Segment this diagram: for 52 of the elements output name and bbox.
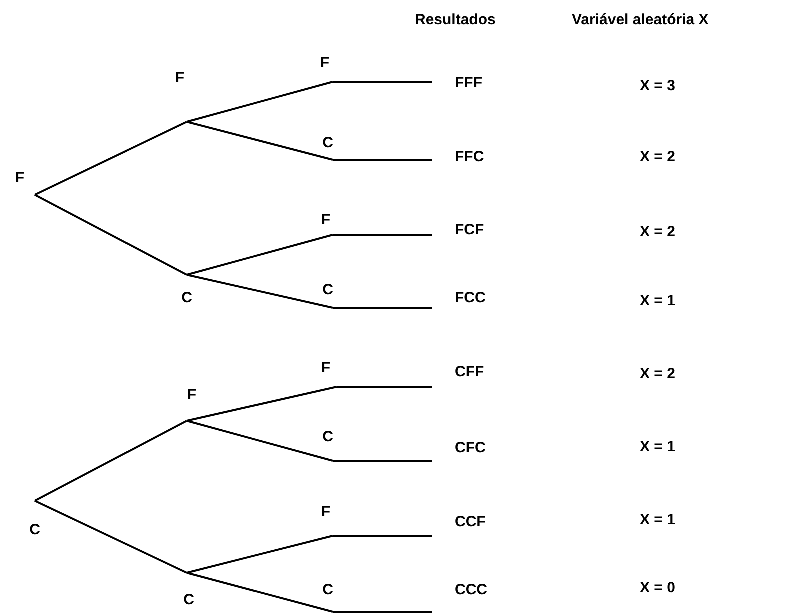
column-heading: Resultados	[415, 12, 496, 28]
branch-line	[186, 81, 334, 123]
branch-line	[186, 535, 334, 574]
branch-line	[186, 572, 334, 613]
outcome-line	[333, 611, 432, 613]
variable-value: X = 2	[640, 224, 676, 240]
branch-label: F	[320, 56, 330, 70]
outcome-label: CCC	[455, 582, 488, 598]
variable-value: X = 3	[640, 78, 676, 94]
variable-value: X = 2	[640, 366, 676, 382]
outcome-line	[333, 81, 432, 83]
branch-line	[34, 500, 188, 574]
branch-label: C	[322, 282, 334, 298]
outcome-line	[333, 307, 432, 309]
outcome-label: FFF	[455, 76, 482, 90]
branch-line	[186, 420, 334, 462]
branch-label: F	[321, 212, 331, 228]
branch-label: C	[322, 430, 334, 444]
outcome-label: FCF	[455, 222, 484, 238]
variable-value: X = 2	[640, 150, 676, 164]
outcome-line	[333, 234, 432, 236]
branch-label: F	[175, 70, 185, 86]
branch-line	[186, 121, 334, 161]
outcome-label: CFC	[455, 440, 486, 456]
variable-value: X = 0	[640, 580, 676, 596]
outcome-label: FFC	[455, 150, 484, 164]
branch-line	[186, 274, 334, 309]
branch-label: C	[322, 582, 334, 598]
branch-label: F	[187, 388, 197, 402]
outcome-line	[333, 535, 432, 537]
branch-line	[186, 234, 334, 276]
variable-value: X = 1	[640, 294, 676, 308]
branch-label: F	[15, 170, 25, 186]
branch-label: C	[184, 592, 194, 608]
branch-label: C	[182, 290, 192, 306]
outcome-label: CCF	[455, 514, 486, 530]
branch-line	[34, 121, 188, 196]
variable-value: X = 1	[640, 512, 676, 528]
variable-value: X = 1	[640, 440, 676, 454]
branch-label: C	[322, 136, 334, 150]
column-heading: Variável aleatória X	[572, 12, 709, 28]
branch-label: F	[321, 504, 331, 520]
outcome-line	[333, 460, 432, 462]
outcome-label: FCC	[455, 290, 486, 306]
branch-label: F	[321, 360, 331, 376]
branch-line	[186, 386, 338, 422]
branch-line	[34, 194, 188, 276]
branch-line	[34, 420, 188, 502]
outcome-line	[333, 159, 432, 161]
outcome-label: CFF	[455, 364, 484, 380]
outcome-line	[337, 386, 432, 388]
branch-label: C	[30, 522, 40, 538]
